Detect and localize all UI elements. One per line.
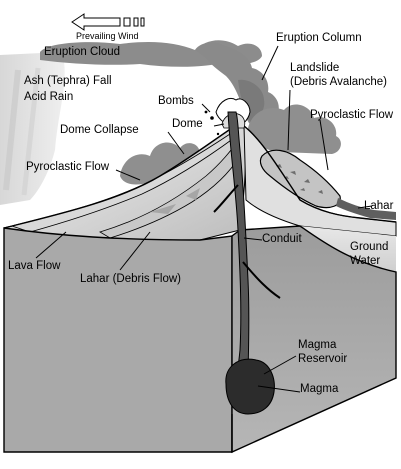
lava-flow-label: Lava Flow: [8, 260, 61, 272]
eruption-cloud-label: Eruption Cloud: [44, 46, 121, 58]
leader-conduit: [243, 237, 263, 241]
block-front-face: [3, 227, 233, 453]
leader-lines: [35, 45, 373, 393]
leader-eruption-column: [261, 45, 279, 81]
lahar-debris-flow-label: Lahar (Debris Flow): [80, 273, 181, 285]
conduit-label: Conduit: [262, 233, 302, 245]
pyroclastic-flow-right-label: Pyroclastic Flow: [310, 109, 394, 121]
leader-lahar-debris: [119, 231, 151, 271]
magma-reservoir-label-line1: Magma: [298, 339, 337, 351]
slope-detail: [150, 204, 176, 214]
bombs-label: Bombs: [158, 95, 194, 107]
bomb: [216, 132, 220, 136]
prevailing-wind-label: Prevailing Wind: [76, 31, 139, 41]
pyroclastic-flow-cloud-left: [120, 142, 200, 185]
dome-label: Dome: [172, 118, 203, 130]
bomb: [204, 110, 208, 114]
leader-lava-flow: [35, 231, 67, 259]
eruption-column-shade: [238, 79, 265, 122]
leader-lahar-right: [357, 205, 373, 209]
leader-bombs: [201, 103, 211, 113]
fracture: [242, 261, 281, 299]
debris-avalanche-deposit: [259, 149, 341, 209]
leader-pyroclastic-right: [319, 119, 329, 171]
ash-fall-label: Ash (Tephra) Fall: [24, 75, 112, 87]
pyroclastic-flow-left-label: Pyroclastic Flow: [26, 161, 110, 173]
debris-texture: [276, 164, 323, 194]
ground-water-label-line1: Ground: [350, 241, 389, 253]
magma-label: Magma: [300, 383, 339, 395]
leader-landslide: [287, 89, 291, 151]
landslide-label: Landslide: [290, 62, 340, 74]
ground-water: [300, 226, 396, 272]
ash-streak: [3, 69, 21, 191]
ash-streak: [21, 67, 41, 196]
prevailing-wind-arrow: [71, 13, 145, 31]
leader-magma: [257, 385, 301, 393]
bomb: [210, 116, 214, 120]
debris-avalanche-label: (Debris Avalanche): [290, 76, 387, 88]
leader-dome: [213, 123, 225, 127]
acid-rain-label: Acid Rain: [24, 91, 74, 103]
dome-collapse-label: Dome Collapse: [60, 124, 139, 136]
ground-water-label-line2: Water: [350, 255, 381, 267]
magma-reservoir-label-line2: Reservoir: [298, 353, 348, 365]
leader-magma-reservoir: [263, 355, 297, 375]
eruption-column-label: Eruption Column: [276, 32, 362, 44]
leader-dome-collapse: [167, 131, 185, 155]
lahar-flow-right: [336, 198, 396, 220]
leader-pyroclastic-left: [115, 169, 141, 181]
pyroclastic-flow-cloud-right: [248, 104, 341, 154]
magma-reservoir: [225, 358, 275, 415]
slope-detail: [186, 188, 200, 200]
fracture: [213, 184, 239, 213]
lahar-right-label: Lahar: [364, 200, 394, 212]
